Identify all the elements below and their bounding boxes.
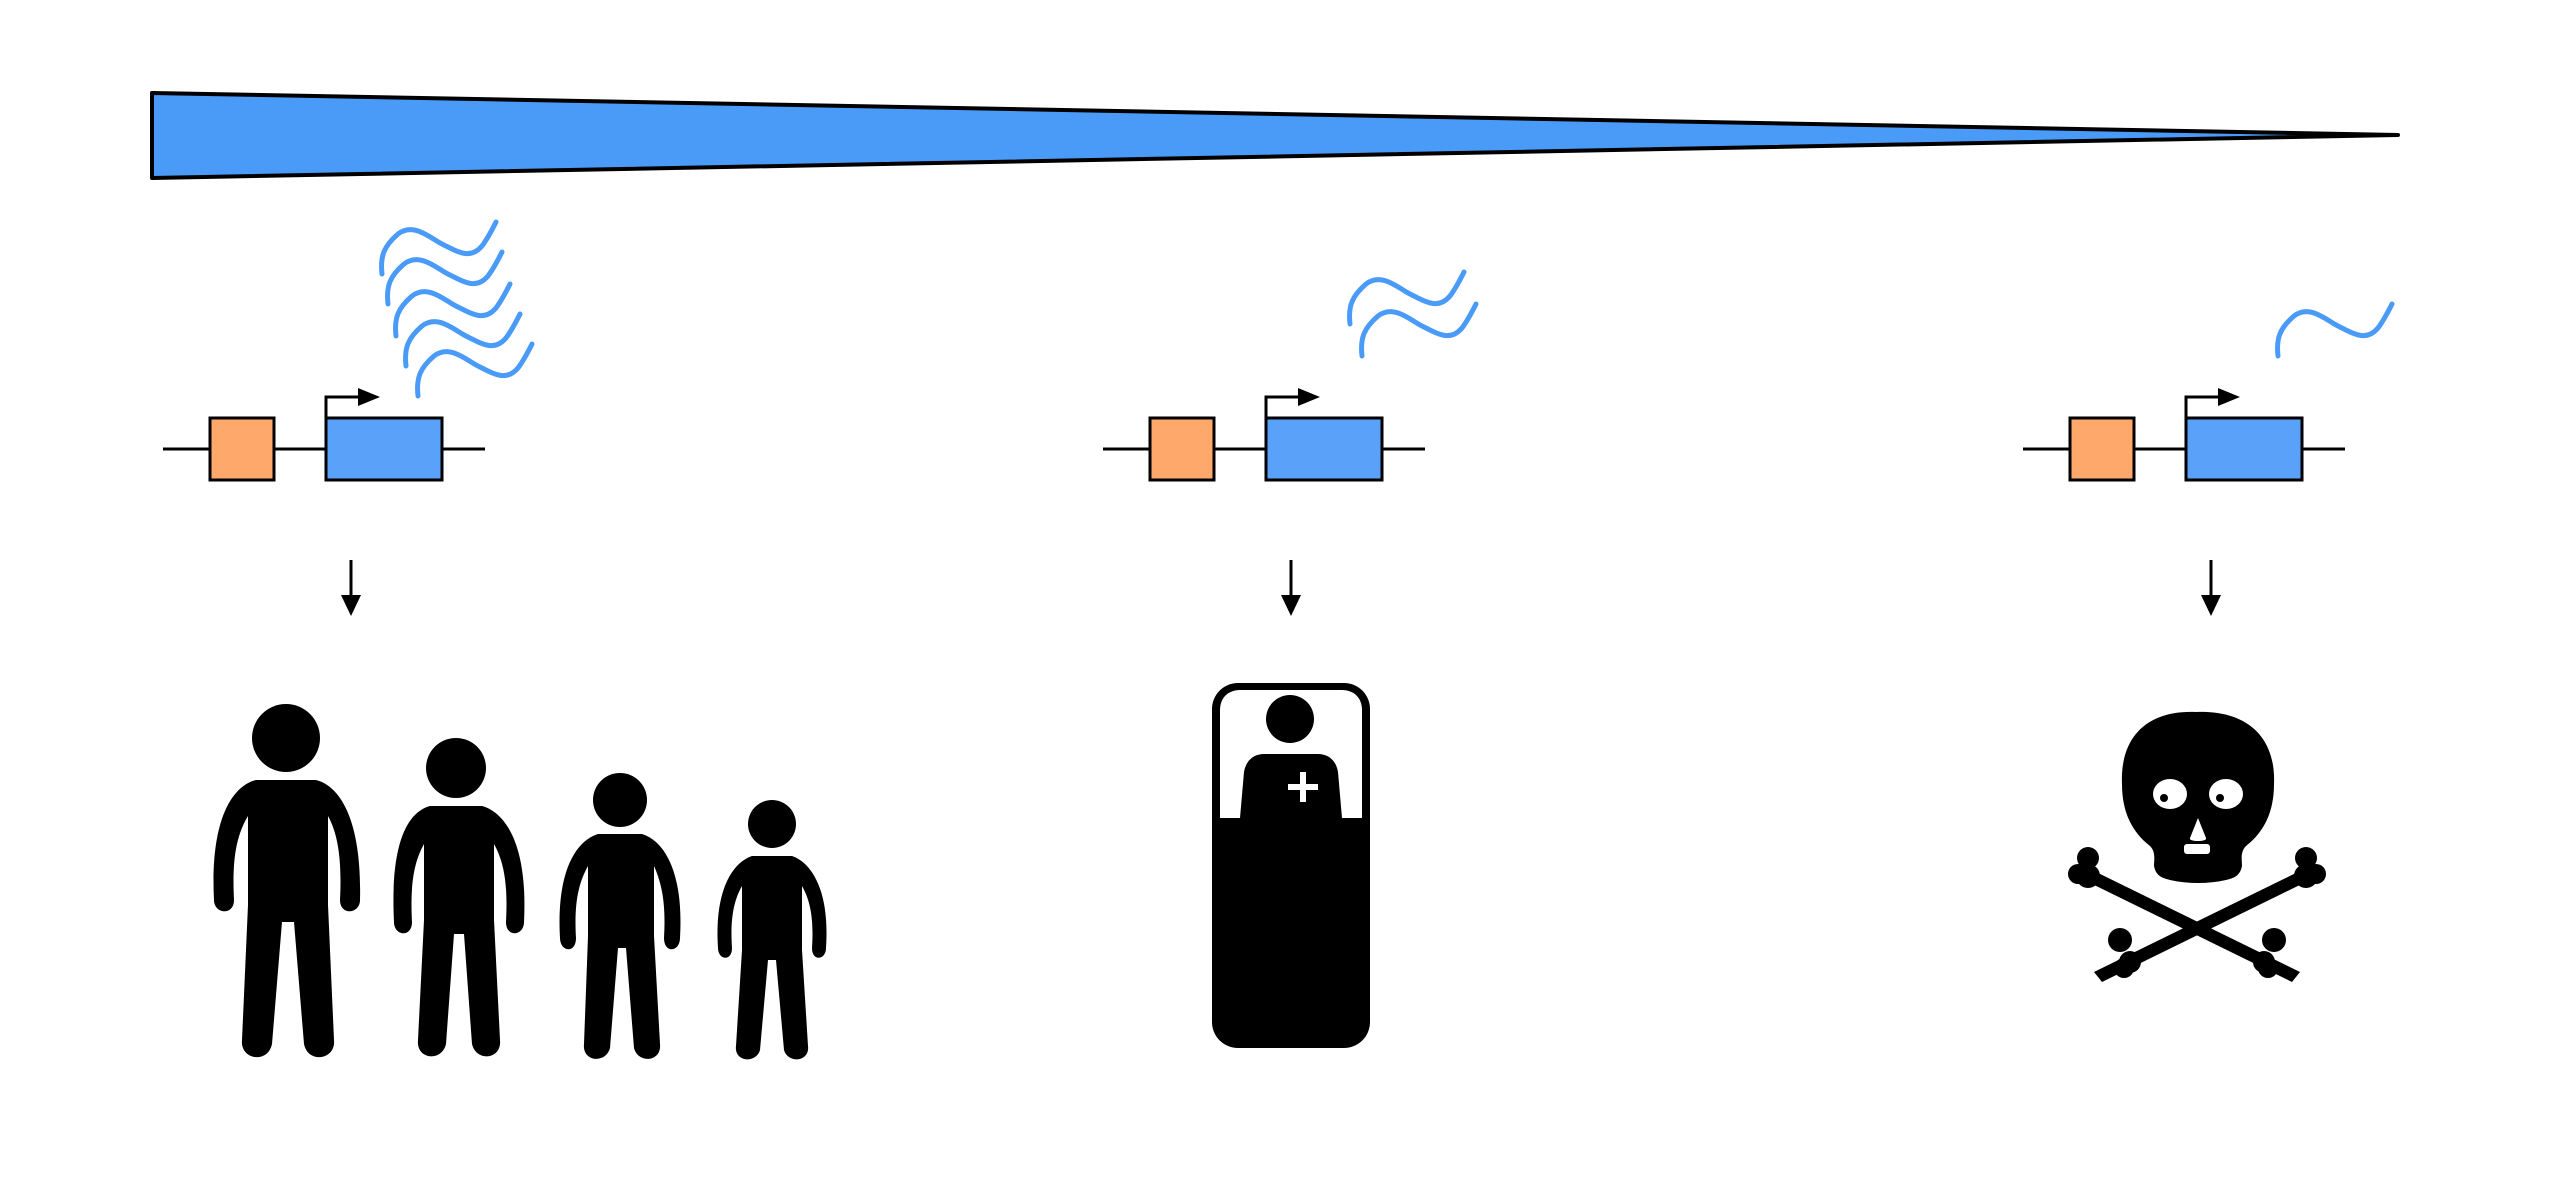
skull-crossbones-icon (2068, 711, 2326, 982)
panel-right (2023, 304, 2392, 982)
gene-construct (2023, 388, 2345, 482)
hospital-bed-patient-icon (1212, 683, 1370, 1048)
gene-box (2184, 416, 2304, 482)
transcription-arrowhead (358, 388, 380, 406)
person-icon (213, 704, 361, 1058)
mrna-icon (2278, 304, 2392, 356)
gene-construct (163, 388, 485, 482)
gene-box (324, 416, 444, 482)
transcription-arrowhead (2218, 388, 2240, 406)
gene-construct (1103, 388, 1425, 482)
down-arrow (1281, 560, 1301, 616)
promoter-box (208, 416, 276, 482)
panel-middle (1103, 272, 1476, 1048)
expression-gradient-wedge (150, 91, 2400, 180)
medical-cross-icon (1288, 772, 1318, 802)
mrna-transcripts (1350, 272, 1476, 356)
transcription-start-arrow (1264, 395, 1312, 418)
promoter-box (2068, 416, 2136, 482)
person-icon (717, 800, 827, 1060)
transcription-start-arrow (324, 395, 372, 418)
crossbones (2068, 847, 2326, 982)
mrna-transcripts (2278, 304, 2392, 356)
person-icon (559, 773, 681, 1059)
mrna-icon (1362, 304, 1476, 356)
person-icon (393, 738, 525, 1057)
promoter-box (1148, 416, 1216, 482)
gene-box (1264, 416, 1384, 482)
transcription-arrowhead (1298, 388, 1320, 406)
down-arrow (341, 560, 361, 616)
transcription-start-arrow (2184, 395, 2232, 418)
mrna-icon (388, 252, 502, 304)
panel-left (163, 222, 827, 1060)
family-icon (213, 704, 827, 1060)
mrna-icon (418, 344, 532, 396)
down-arrow (2201, 560, 2221, 616)
mrna-transcripts (382, 222, 532, 396)
